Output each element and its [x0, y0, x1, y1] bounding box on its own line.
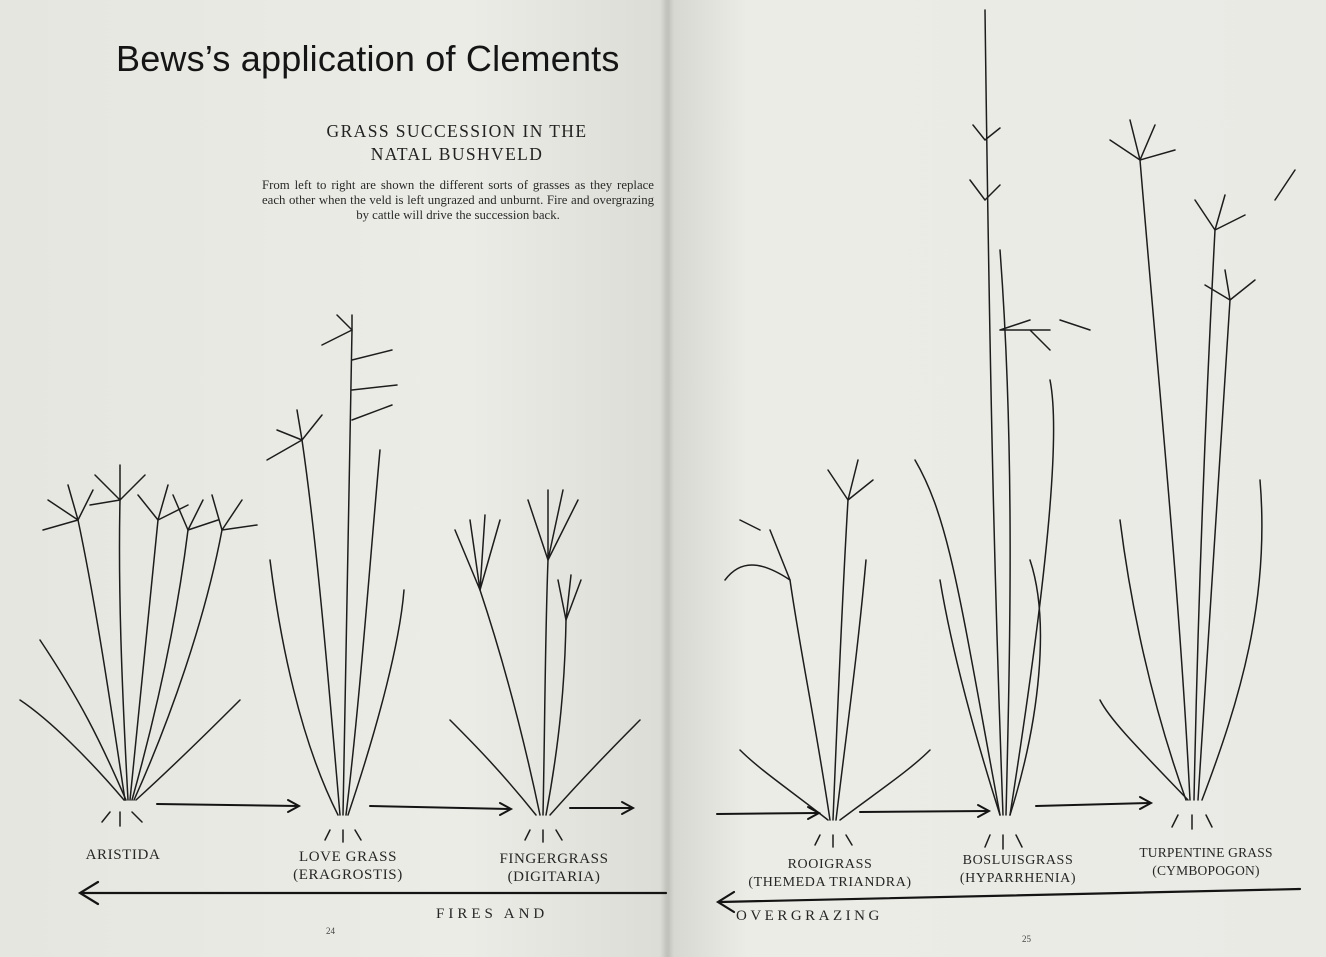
grass-scientific-name: (THEMEDA TRIANDRA) [722, 874, 938, 892]
grass-name: BOSLUISGRASS [938, 852, 1098, 870]
label-aristida: ARISTIDA [58, 846, 188, 864]
label-love-grass: LOVE GRASS (ERAGROSTIS) [266, 848, 430, 884]
grass-scientific-name: (CYMBOPOGON) [1108, 862, 1304, 880]
love-grass-drawing [267, 315, 404, 842]
page-number-left: 24 [326, 926, 335, 936]
page-number-right: 25 [1022, 934, 1031, 944]
fires-and-text: FIRES AND [436, 906, 548, 923]
book-heading: GRASS SUCCESSION IN THE NATAL BUSHVELD [262, 120, 652, 166]
bosluisgrass-drawing [915, 10, 1090, 849]
rooigrass-drawing [725, 460, 930, 847]
grass-scientific-name: (ERAGROSTIS) [266, 866, 430, 884]
reverse-arrow [80, 882, 1300, 912]
label-fingergrass: FINGERGRASS (DIGITARIA) [472, 850, 636, 886]
aristida-drawing [20, 465, 257, 826]
grass-name: FINGERGRASS [472, 850, 636, 868]
overgrazing-text: OVERGRAZING [736, 908, 883, 925]
grass-name: LOVE GRASS [266, 848, 430, 866]
grass-name: ARISTIDA [58, 846, 188, 864]
grass-scientific-name: (DIGITARIA) [472, 868, 636, 886]
turpentine-grass-drawing [1100, 120, 1295, 829]
book-heading-line2: NATAL BUSHVELD [262, 143, 652, 166]
book-heading-line1: GRASS SUCCESSION IN THE [262, 120, 652, 143]
grass-name: ROOIGRASS [722, 856, 938, 874]
book-caption: From left to right are shown the differe… [262, 178, 654, 223]
slide-title: Bews’s application of Clements [116, 38, 620, 80]
grass-name: TURPENTINE GRASS [1108, 844, 1304, 862]
label-bosluisgrass: BOSLUISGRASS (HYPARRHENIA) [938, 852, 1098, 888]
grass-scientific-name: (HYPARRHENIA) [938, 870, 1098, 888]
label-rooigrass: ROOIGRASS (THEMEDA TRIANDRA) [722, 856, 938, 892]
label-turpentine-grass: TURPENTINE GRASS (CYMBOPOGON) [1108, 844, 1304, 880]
fingergrass-drawing [450, 490, 640, 842]
